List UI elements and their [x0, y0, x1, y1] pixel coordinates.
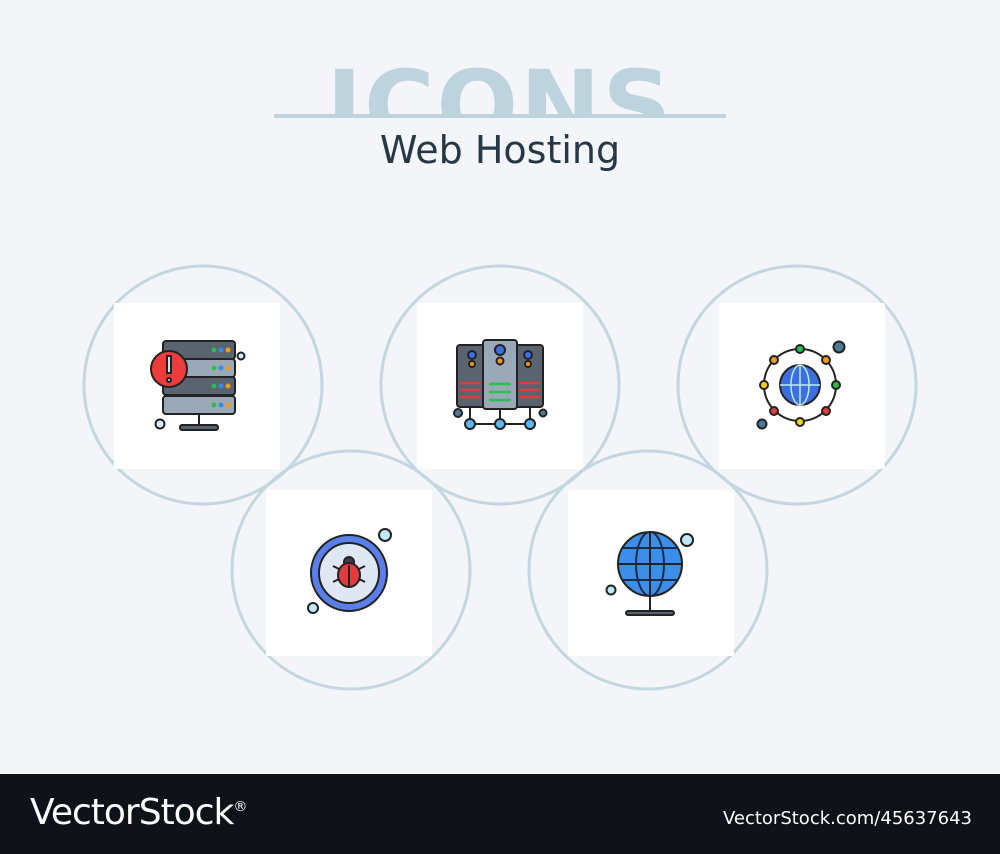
- footer-bar: VectorStock® VectorStock.com/45637643: [0, 774, 1000, 854]
- bug-icon: [307, 528, 392, 614]
- image-reference: VectorStock.com/45637643: [722, 808, 972, 829]
- global-network-icon: [756, 340, 846, 430]
- server-network-icon: [453, 339, 548, 430]
- server-alert-icon: [150, 340, 246, 431]
- icon-grid: [82, 264, 918, 691]
- watermark-text: ICONS: [326, 50, 674, 116]
- registered-mark: ®: [233, 799, 247, 815]
- divider: [274, 114, 726, 118]
- brand-logo: VectorStock®: [30, 792, 247, 833]
- brand-name: VectorStock: [30, 792, 234, 833]
- watermark-heading: ICONS: [0, 40, 1000, 116]
- globe-stand-icon: [605, 531, 694, 616]
- ring-group: [82, 264, 918, 691]
- page-title: Web Hosting: [379, 128, 621, 172]
